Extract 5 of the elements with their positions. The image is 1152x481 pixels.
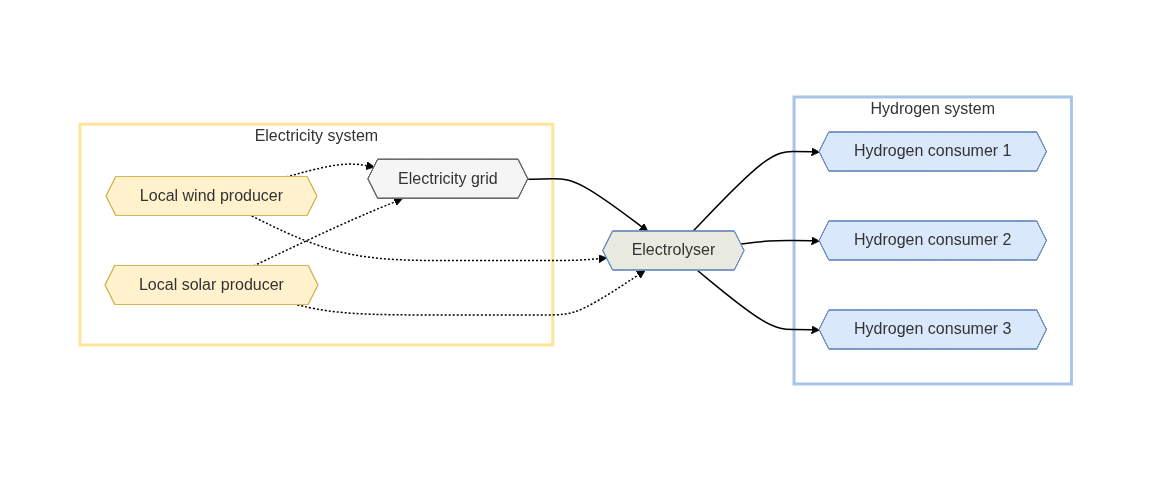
arrow <box>740 236 821 246</box>
arrow <box>527 178 649 232</box>
arrow <box>251 215 608 264</box>
arrow <box>697 269 821 335</box>
arrow <box>296 270 646 316</box>
